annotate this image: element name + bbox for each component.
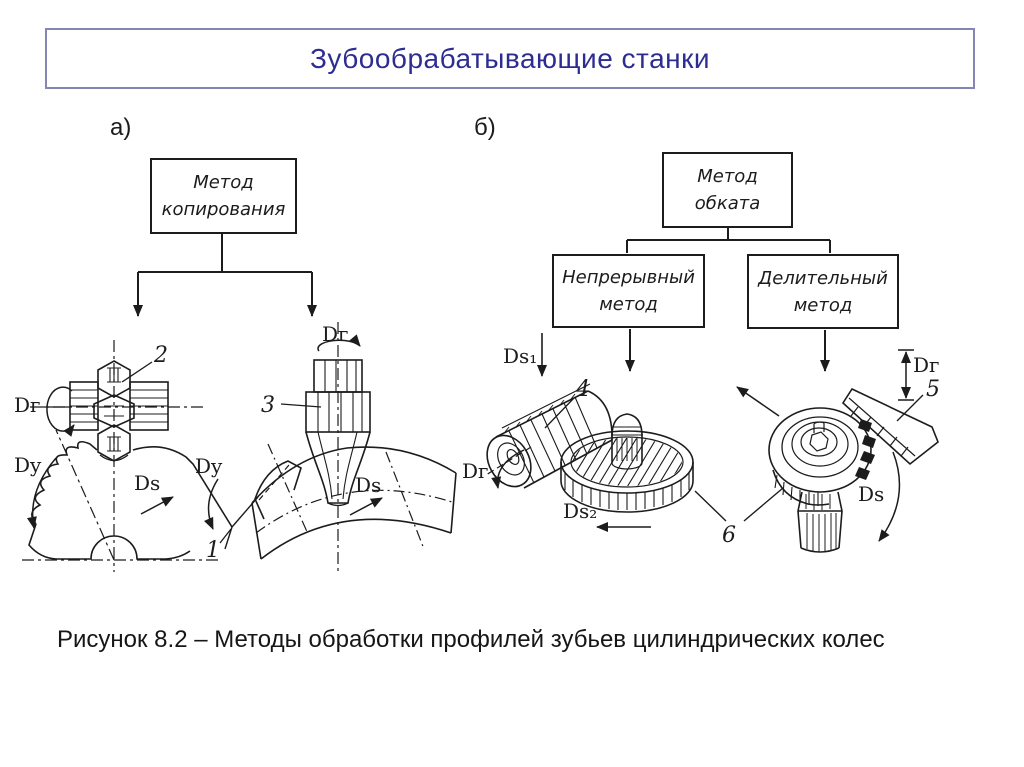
disc-mill-cutter-drawing: [22, 340, 218, 572]
label-dy-right: Dy: [195, 454, 223, 478]
rim-sector-workpiece-a-right: [203, 443, 457, 560]
dy-rotation-arrow-left: [26, 457, 57, 529]
label-part-4: 4: [575, 377, 590, 402]
dg-rotation-arrow-hob: [491, 449, 525, 489]
label-dg-rack: Dг: [913, 353, 940, 377]
label-part-3: 3: [261, 393, 275, 418]
ds-feed-arrow-left: [140, 496, 174, 515]
withdraw-arrow: [736, 386, 780, 417]
label-ds-right: Ds: [355, 473, 381, 497]
leader-cutter-3: [280, 403, 322, 408]
flowchart-box-indexing-method: Делительный метод: [747, 254, 899, 329]
rack-cutter-drawing: [841, 349, 939, 466]
flowchart-box-copying-method: Метод копирования: [150, 158, 297, 234]
flowchart-box-continuous-method: Непрерывный метод: [552, 254, 705, 328]
leader-cutter-2: [121, 361, 153, 383]
index-gear-drawing: [736, 386, 901, 553]
axis-radial: [55, 429, 115, 561]
dg-rotation-arrow: [46, 386, 75, 437]
label-dg-endmill: Dг: [322, 322, 349, 346]
label-ds1: Ds₁: [503, 344, 537, 368]
label-dg-hob: Dг: [462, 459, 489, 483]
leader-hob-4: [544, 397, 575, 429]
flowchart-connectors-a: [133, 234, 317, 317]
leader-workpieces-6: [694, 487, 784, 522]
slide-title: Зубообрабатывающие станки: [310, 42, 710, 74]
gear-sector-workpiece-a-left: [26, 440, 233, 560]
label-ds-rack: Ds: [858, 482, 884, 506]
label-dg-disc: Dг: [14, 393, 41, 417]
dy-rotation-arrow-right: [203, 478, 219, 530]
label-part-2: 2: [153, 343, 168, 368]
label-dy-left: Dy: [14, 453, 42, 477]
ds-feed-arrow-right: [349, 497, 383, 516]
panel-a-label: а): [110, 114, 132, 141]
leader-workpiece-1: [219, 528, 232, 544]
ds-roll-arrow: [878, 451, 901, 542]
gear-rack-engagement-teeth: [855, 419, 876, 480]
flowchart-box-rolling-method: Метод обката: [662, 152, 793, 228]
leader-rack-5: [896, 394, 924, 422]
flowchart-connectors-b: [625, 228, 831, 372]
figure-caption: Рисунок 8.2 – Методы обработки профилей …: [57, 626, 885, 653]
label-ds-left: Ds: [134, 471, 160, 495]
label-ds2: Ds₂: [563, 499, 597, 523]
label-part-1: 1: [206, 538, 220, 563]
label-part-6: 6: [722, 523, 736, 548]
hob-cutter-drawing: [485, 333, 613, 489]
slide-title-box: Зубообрабатывающие станки: [45, 28, 975, 89]
gear-blank-wheel-drawing: [560, 413, 694, 532]
wheel-hatching: [572, 438, 682, 486]
label-part-5: 5: [926, 377, 940, 402]
panel-b-label: б): [474, 114, 496, 141]
dg-rotation-arrow-endmill: [317, 334, 361, 352]
